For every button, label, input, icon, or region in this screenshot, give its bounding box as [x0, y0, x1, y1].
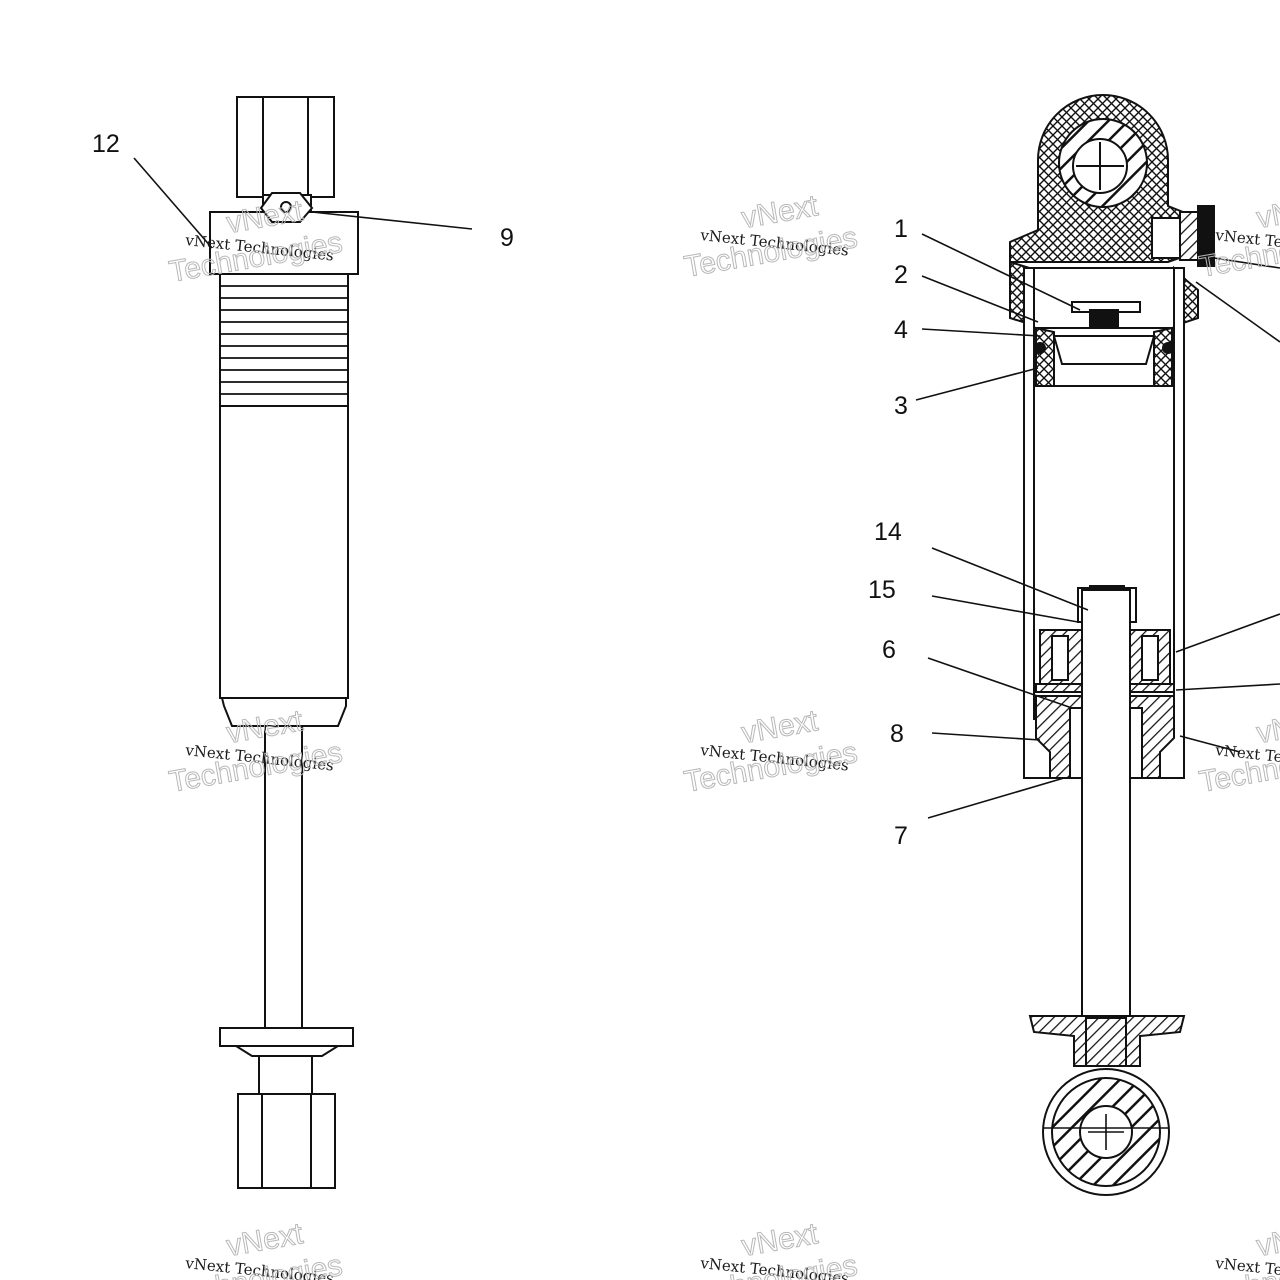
- callout-15: 15: [868, 576, 896, 604]
- callout-7: 7: [894, 822, 908, 850]
- callout-1: 1: [894, 215, 908, 243]
- watermark-tile-8: vNext Technologies vNext Technologies: [681, 1217, 860, 1280]
- callout-14: 14: [874, 518, 902, 546]
- callout-labels: 12 9 1 2 4 3 14 15 6 8 7: [92, 130, 908, 850]
- watermark-tile-7: vNext Technologies vNext Technologies: [166, 1217, 345, 1280]
- right-leader-lines: [915, 233, 1280, 819]
- watermark-tile-5: vNext Technologies vNext Technologies: [681, 704, 860, 800]
- watermark-vnext: vNext: [1254, 1217, 1280, 1263]
- shock-cutaway-view: [1009, 94, 1215, 1196]
- callout-3: 3: [894, 392, 908, 420]
- watermark-tile-6: vNext Technologies vNext Technologies: [1196, 704, 1280, 800]
- watermark-tile-9: vNext Technologies vNext Technologies: [1196, 1217, 1280, 1280]
- callout-2: 2: [894, 261, 908, 289]
- watermark-vnext: vNext: [1254, 189, 1280, 235]
- callout-4: 4: [894, 316, 908, 344]
- callout-6: 6: [882, 636, 896, 664]
- watermark-tile-2: vNext Technologies vNext Technologies: [681, 189, 860, 285]
- shock-exterior-view: [209, 96, 359, 1189]
- callout-9: 9: [500, 224, 514, 252]
- left-leader-lines: [133, 157, 473, 249]
- callout-8: 8: [890, 720, 904, 748]
- callout-12: 12: [92, 130, 120, 158]
- watermark-vnext: vNext: [1254, 704, 1280, 750]
